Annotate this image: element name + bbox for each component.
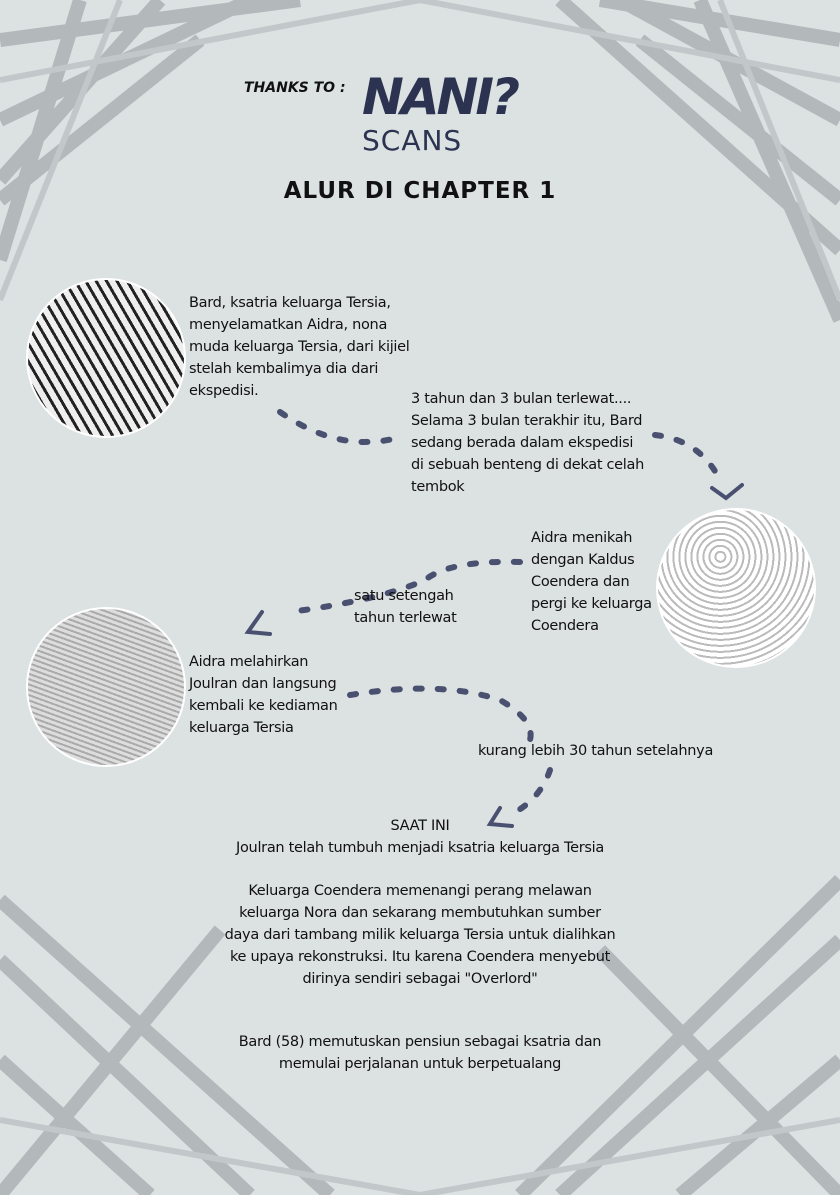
arrow-head-icon	[710, 483, 744, 501]
timeline-text: Bard, ksatria keluarga Tersia, menyelama…	[189, 295, 410, 399]
timeline-text: kurang lebih 30 tahun setelahnya	[478, 743, 714, 759]
present-heading: SAAT INI	[390, 818, 450, 834]
timeline-text: Aidra menikah dengan Kaldus Coendera dan…	[531, 530, 652, 634]
logo-nani: NANI?	[362, 68, 520, 126]
present-line: Joulran telah tumbuh menjadi ksatria kel…	[236, 840, 604, 856]
page-title: ALUR DI CHAPTER 1	[283, 178, 557, 204]
arrow-head-icon	[486, 806, 514, 828]
manga-panel-image-3	[26, 607, 186, 767]
present-paragraph: Bard (58) memutuskan pensiun sebagai ksa…	[238, 1034, 602, 1072]
timeline-text: satu setengah tahun terlewat	[354, 588, 457, 626]
timeline-text: 3 tahun dan 3 bulan terlewat.... Selama …	[411, 391, 645, 495]
thanks-label: THANKS TO :	[244, 80, 346, 96]
present-paragraph: Keluarga Coendera memenangi perang melaw…	[224, 883, 616, 987]
manga-panel-image-1	[26, 278, 186, 438]
timeline-text: Aidra melahirkan Joulran dan langsung ke…	[189, 654, 338, 736]
dotted-path	[277, 409, 723, 818]
arrow-head-icon	[244, 610, 272, 636]
manga-panel-image-2	[656, 508, 816, 668]
logo-scans: SCANS	[362, 124, 463, 157]
